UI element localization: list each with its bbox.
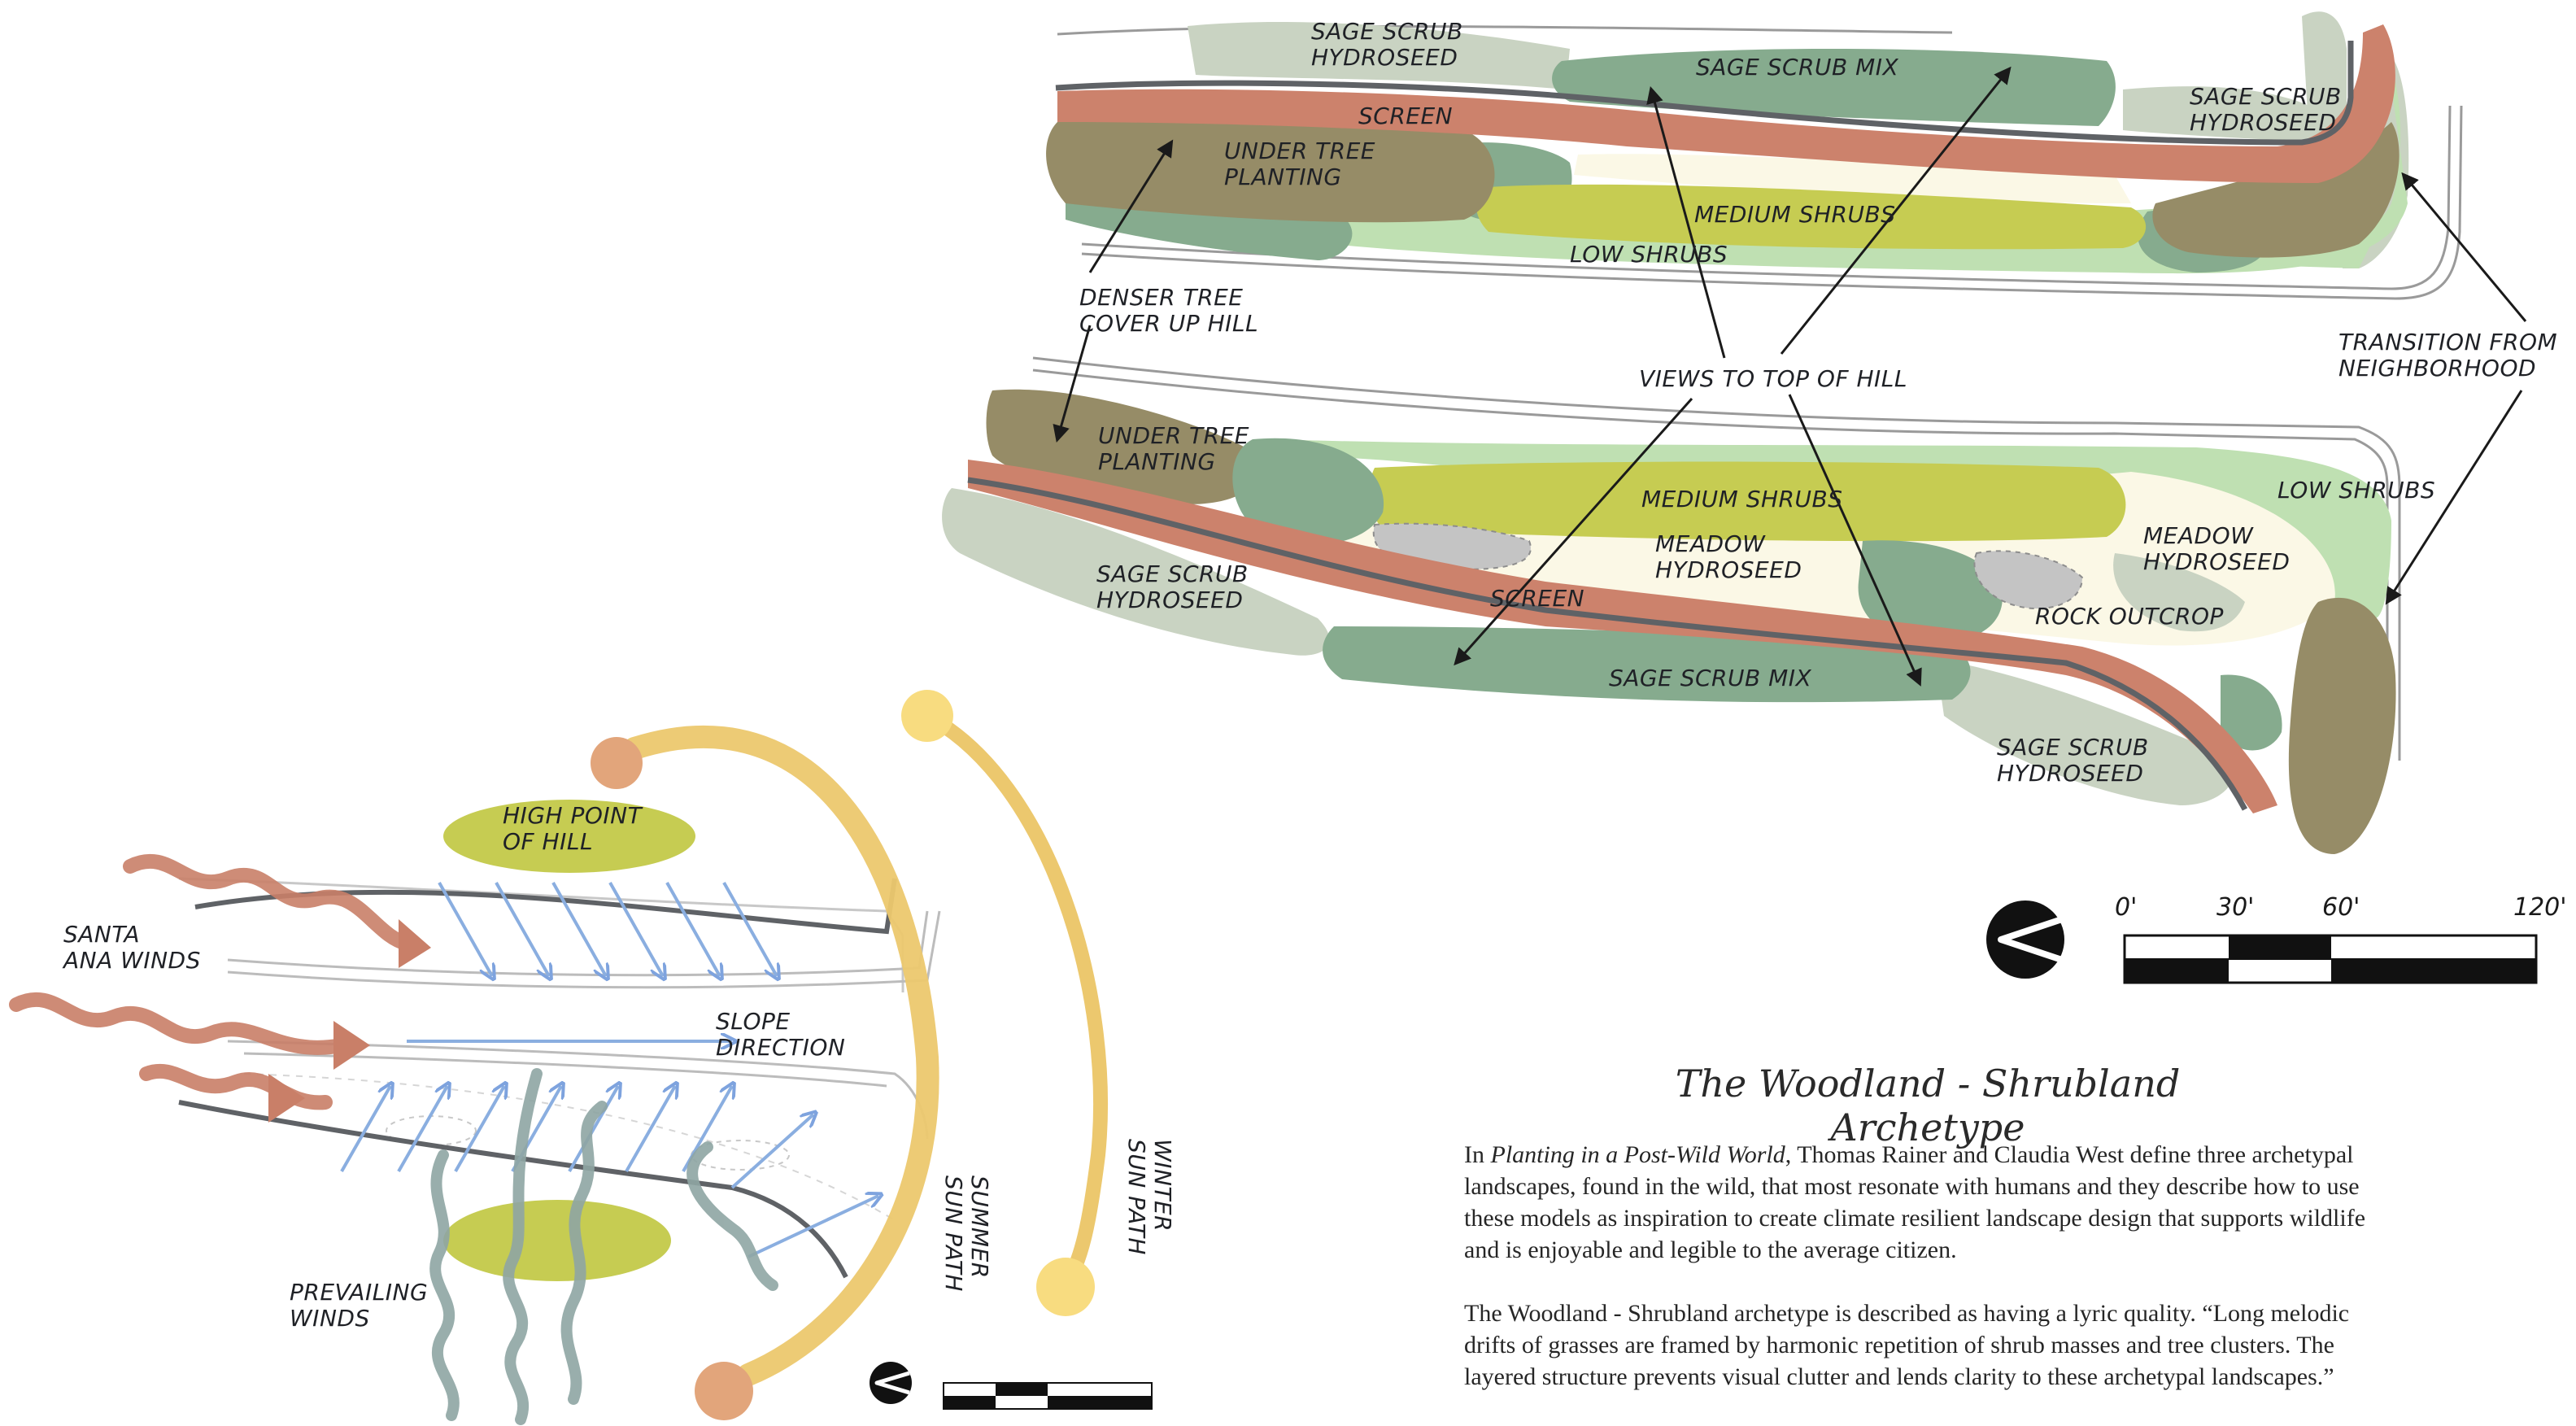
scale-tick-120: 120' (2513, 893, 2567, 922)
north-arrow-icon (1986, 901, 2064, 979)
label-summer-sun-path: SUMMERSUN PATH (940, 1175, 993, 1292)
winter-sunset-point (1036, 1258, 1095, 1316)
sage-scrub-hydroseed-area (942, 488, 1330, 656)
winter-sunrise-point (901, 690, 953, 742)
label-views-to-top-of-hill: VIEWS TO TOP OF HILL (1639, 365, 1907, 392)
medium-shrubs-area (1369, 461, 2126, 542)
north-arrow-small-icon (870, 1362, 912, 1404)
label-medium-shrubs-lower: MEDIUM SHRUBS (1641, 486, 1842, 512)
label-screen: SCREEN (1358, 102, 1453, 129)
site-analysis-diagram (9, 690, 1108, 1425)
callout-arrows (1053, 66, 2527, 687)
high-point-blob (443, 800, 695, 873)
label-winter-sun-path: WINTERSUN PATH (1123, 1139, 1176, 1255)
screen-band (968, 460, 2277, 813)
sage-scrub-mix-area (1232, 438, 1384, 545)
label-low-shrubs: LOW SHRUBS (1570, 241, 1728, 268)
label-medium-shrubs: MEDIUM SHRUBS (1694, 201, 1895, 228)
page-title: The Woodland - Shrubland Archetype (1675, 1062, 2181, 1149)
summer-sun-path (623, 725, 939, 1386)
label-sage-scrub-mix-lower: SAGE SCRUB MIX (1609, 665, 1812, 691)
label-sage-scrub-mix: SAGE SCRUB MIX (1696, 54, 1899, 81)
scale-tick-60: 60' (2322, 893, 2360, 922)
medium-shrubs-area (1476, 184, 2147, 250)
screen-band (1057, 24, 2395, 183)
intro-paragraph: In Planting in a Post-Wild World, Thomas… (1464, 1141, 2366, 1263)
book-title: Planting in a Post-Wild World (1490, 1141, 1785, 1168)
label-screen-lower: SCREEN (1490, 585, 1584, 612)
label-rock-outcrop: ROCK OUTCROP (2035, 603, 2224, 630)
summer-sunset-point (695, 1362, 753, 1420)
winter-sun-path (920, 709, 1108, 1293)
scale-bar (2123, 934, 2538, 984)
label-low-shrubs-lower: LOW SHRUBS (2277, 477, 2435, 504)
scale-tick-0: 0' (2115, 893, 2137, 922)
santa-ana-wind-arrows (9, 854, 414, 1110)
lower-plan (942, 356, 2401, 854)
prevailing-wind-ribbons (429, 1068, 778, 1425)
archetype-paragraph: The Woodland - Shrubland archetype is de… (1464, 1300, 2350, 1390)
scale-bar-small (943, 1382, 1153, 1410)
summer-sunrise-point (591, 737, 643, 789)
sage-scrub-hydroseed-area (1188, 22, 1570, 90)
upper-plan (1046, 11, 2463, 300)
scale-tick-30: 30' (2216, 893, 2254, 922)
